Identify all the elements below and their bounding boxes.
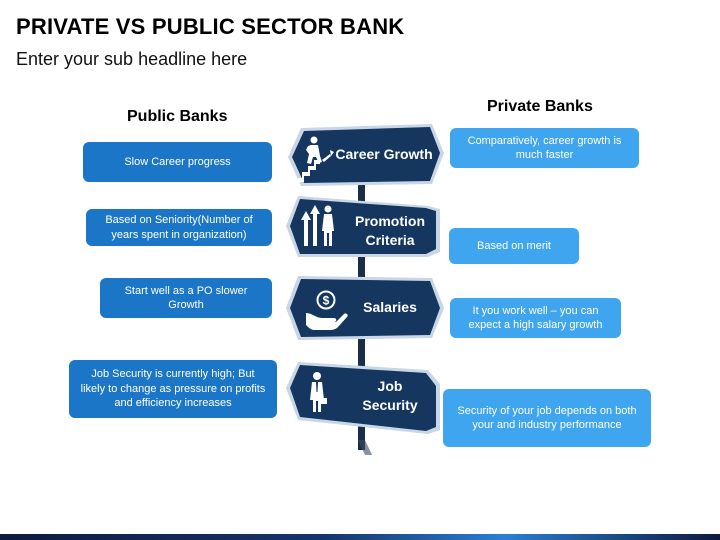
private-banks-heading: Private Banks [487,98,593,115]
signpost-pole-shadow [358,440,372,455]
sign-label-salaries: Salaries [363,299,417,315]
sign-label-promotion-criteria: Promotion Criteria [355,213,425,248]
footer-bar [0,534,720,540]
sign-label-career-growth: Career Growth [335,146,433,162]
page-title: PRIVATE VS PUBLIC SECTOR BANK [16,14,405,39]
private-promotion-box: Based on merit [449,228,579,264]
stairs-climber-icon [298,136,334,182]
public-salary-box: Start well as a PO slower Growth [100,278,272,318]
svg-text:$: $ [323,294,330,308]
growth-arrows-person-icon [301,205,334,246]
private-security-box: Security of your job depends on both you… [443,389,651,447]
public-banks-heading: Public Banks [127,108,228,125]
sign-label-job-security: Job Security [362,378,418,413]
public-security-box: Job Security is currently high; But like… [69,360,277,418]
money-hand-icon: $ [306,290,348,330]
public-career-box: Slow Career progress [83,142,272,182]
private-salary-box: It you work well – you can expect a high… [450,298,621,338]
private-career-box: Comparatively, career growth is much fas… [450,128,639,168]
public-promotion-box: Based on Seniority(Number of years spent… [86,209,272,246]
page-subtitle: Enter your sub headline here [16,49,248,69]
businessman-icon [310,372,327,412]
